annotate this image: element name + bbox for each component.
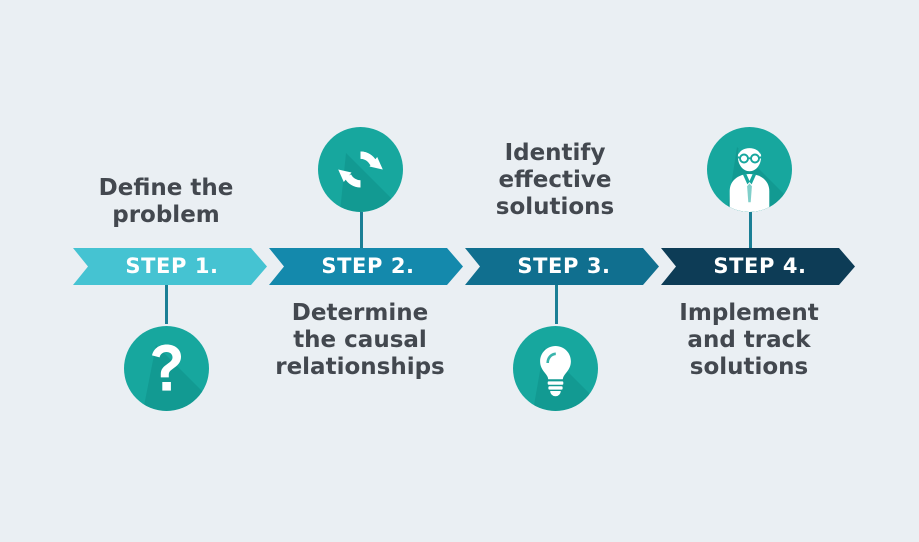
lightbulb-icon[interactable] — [513, 326, 598, 411]
caption-step-3: Identify effective solutions — [495, 140, 615, 221]
steps-band: STEP 1. STEP 2. STEP 3. STEP 4. — [73, 248, 855, 285]
step-chevron-3[interactable]: STEP 3. — [465, 248, 659, 285]
connector-line-step3 — [555, 284, 558, 324]
step-1-label: STEP 1. — [125, 254, 219, 278]
caption-step-2: Determine the causal relationships — [275, 300, 445, 381]
step-chevron-4[interactable]: STEP 4. — [661, 248, 855, 285]
step-chevron-1[interactable]: STEP 1. — [73, 248, 267, 285]
question-mark-icon[interactable] — [124, 326, 209, 411]
refresh-cycle-icon[interactable] — [318, 127, 403, 212]
connector-line-step4 — [749, 212, 752, 250]
step-3-label: STEP 3. — [517, 254, 611, 278]
step-2-label: STEP 2. — [321, 254, 415, 278]
step-chevron-2[interactable]: STEP 2. — [269, 248, 463, 285]
caption-step-4: Implement and track solutions — [679, 300, 819, 381]
caption-step-1: Define the problem — [98, 175, 234, 229]
connector-line-step2 — [360, 212, 363, 250]
person-with-glasses-icon[interactable] — [707, 127, 792, 212]
step-4-label: STEP 4. — [713, 254, 807, 278]
connector-line-step1 — [165, 284, 168, 324]
